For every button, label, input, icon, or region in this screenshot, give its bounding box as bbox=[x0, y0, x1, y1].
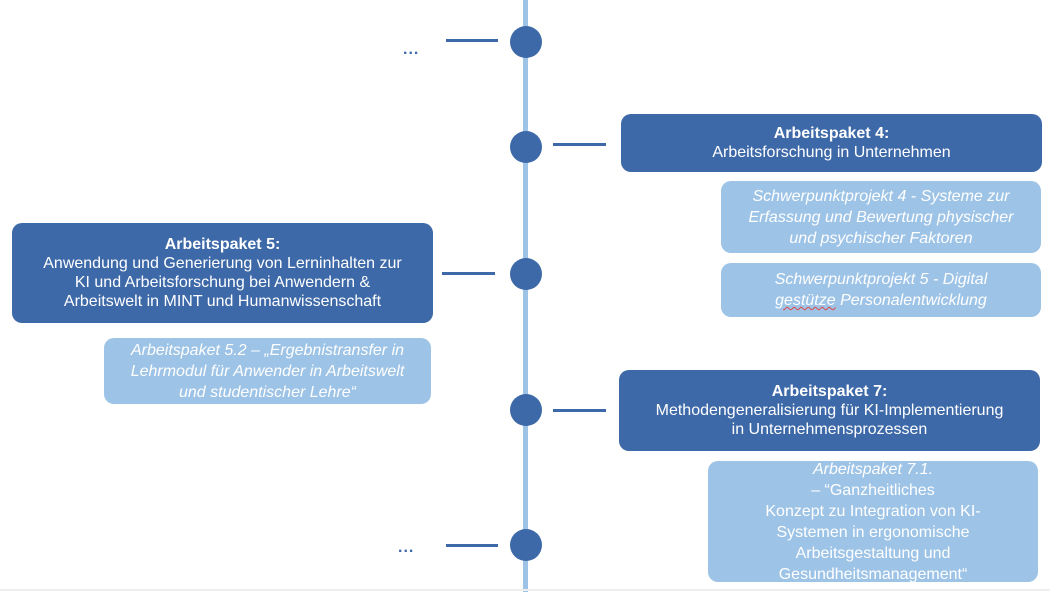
work-package-5-2-line-2: Lehrmodul für Anwender in Arbeitswelt bbox=[130, 362, 405, 380]
top-ellipsis: ... bbox=[403, 41, 420, 58]
timeline-node-4 bbox=[510, 394, 542, 426]
work-package-7-line-1: Methodengeneralisierung für KI-Implement… bbox=[655, 402, 1004, 419]
work-package-7-1-line-1: Arbeitspaket 7.1. – “Ganzheitliches bbox=[811, 459, 935, 501]
work-package-5-2-line-3: und studentischer Lehre“ bbox=[179, 383, 356, 401]
work-package-5-line-2: KI und Arbeitsforschung bei Anwendern & bbox=[74, 274, 371, 291]
focus-project-5-line-1: Schwerpunktprojekt 5 - Digital bbox=[774, 271, 988, 288]
focus-project-4-line-1: Schwerpunktprojekt 4 - Systeme zur bbox=[752, 187, 1010, 205]
bottom-divider bbox=[0, 589, 1050, 591]
work-package-7-line-2: in Unternehmensprozessen bbox=[731, 421, 928, 438]
work-package-5-title: Arbeitspaket 5: bbox=[164, 236, 281, 253]
timeline-node-5 bbox=[510, 529, 542, 561]
timeline-node-1 bbox=[510, 26, 542, 58]
work-package-5-box: Arbeitspaket 5: Anwendung und Generierun… bbox=[12, 223, 433, 323]
work-package-7-1-line-4: Arbeitsgestaltung und bbox=[795, 544, 951, 562]
work-package-5-line-1: Anwendung und Generierung von Lerninhalt… bbox=[43, 255, 402, 272]
work-package-5-2-box: Arbeitspaket 5.2 – „Ergebnistransfer in … bbox=[104, 338, 431, 404]
focus-project-4-box: Schwerpunktprojekt 4 - Systeme zur Erfas… bbox=[721, 181, 1041, 253]
connector-bottom bbox=[446, 544, 498, 547]
focus-project-5-line-2-rest: Personalentwicklung bbox=[835, 292, 987, 309]
work-package-4-box: Arbeitspaket 4: Arbeitsforschung in Unte… bbox=[621, 114, 1042, 172]
connector-ap5 bbox=[442, 272, 495, 275]
work-package-7-1-line-3: Systemen in ergonomische bbox=[776, 523, 970, 541]
work-package-4-title: Arbeitspaket 4: bbox=[773, 125, 890, 142]
focus-project-5-line-2: gestütze Personalentwicklung bbox=[775, 290, 988, 311]
work-package-4-subtitle: Arbeitsforschung in Unternehmen bbox=[712, 144, 951, 161]
work-package-7-box: Arbeitspaket 7: Methodengeneralisierung … bbox=[619, 370, 1040, 451]
timeline-node-2 bbox=[510, 131, 542, 163]
connector-ap4 bbox=[553, 143, 606, 146]
connector-ap7 bbox=[553, 409, 606, 412]
misspelled-word: gestütze bbox=[775, 292, 836, 309]
work-package-7-1-label-rest: – “Ganzheitliches bbox=[811, 481, 935, 499]
work-package-7-1-label: Arbeitspaket 7.1. bbox=[812, 460, 934, 478]
work-package-7-1-line-2: Konzept zu Integration von KI- bbox=[765, 502, 981, 520]
timeline-spine bbox=[523, 0, 528, 592]
work-package-7-title: Arbeitspaket 7: bbox=[771, 383, 888, 400]
work-package-5-2-line-1: Arbeitspaket 5.2 – „Ergebnistransfer in bbox=[130, 341, 405, 359]
connector-top bbox=[446, 39, 498, 42]
bottom-ellipsis: ... bbox=[398, 539, 415, 556]
work-package-7-1-line-5: Gesundheitsmanagement“ bbox=[778, 565, 968, 583]
focus-project-4-line-3: und psychischer Faktoren bbox=[789, 229, 973, 247]
work-package-5-line-3: Arbeitswelt in MINT und Humanwissenschaf… bbox=[63, 293, 382, 310]
work-package-7-1-box: Arbeitspaket 7.1. – “Ganzheitliches Konz… bbox=[708, 459, 1038, 583]
focus-project-5-box: Schwerpunktprojekt 5 - Digital gestütze … bbox=[721, 263, 1041, 317]
focus-project-4-line-2: Erfassung und Bewertung physischer bbox=[748, 208, 1014, 226]
timeline-node-3 bbox=[510, 258, 542, 290]
